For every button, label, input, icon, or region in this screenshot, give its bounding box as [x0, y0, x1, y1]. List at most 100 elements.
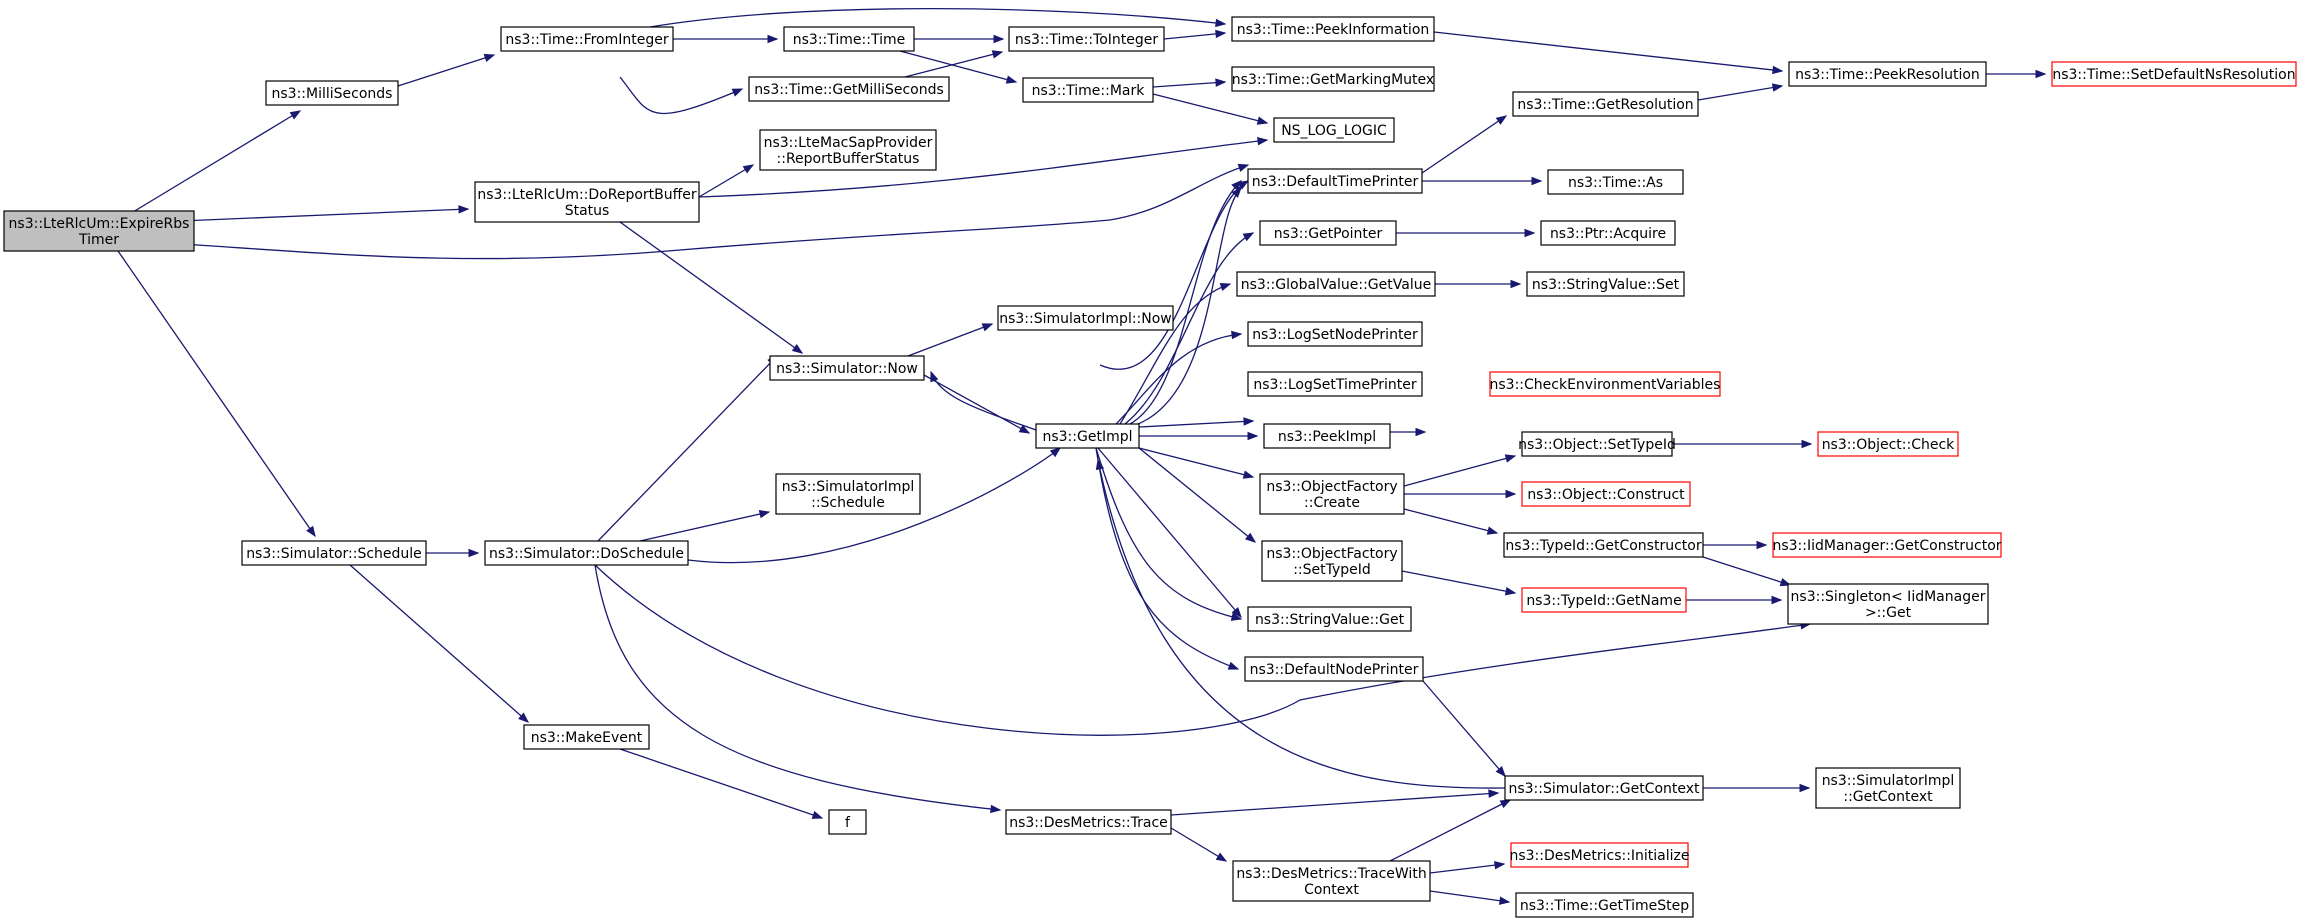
- edge-line: [899, 50, 1017, 83]
- node-makeevent[interactable]: ns3::MakeEvent: [523, 724, 650, 750]
- node-logsetnode[interactable]: ns3::LogSetNodePrinter: [1247, 321, 1423, 347]
- node-gettimestep[interactable]: ns3::Time::GetTimeStep: [1515, 892, 1694, 918]
- node-label: ns3::TypeId::GetConstructor: [1505, 538, 1701, 554]
- node-box: [1247, 606, 1412, 632]
- node-simimplsched[interactable]: ns3::SimulatorImpl::Schedule: [775, 473, 921, 515]
- node-checkenv[interactable]: ns3::CheckEnvironmentVariables: [1489, 371, 1721, 397]
- call-edge-to-schedule: [117, 250, 316, 538]
- call-edge-to-tointeger: [904, 50, 1004, 78]
- node-box: [1540, 220, 1676, 246]
- node-label: ns3::IidManager::GetConstructor: [1772, 538, 2001, 554]
- node-peekinfo[interactable]: ns3::Time::PeekInformation: [1231, 16, 1435, 42]
- node-reportbuf[interactable]: ns3::LteMacSapProvider::ReportBufferStat…: [759, 129, 937, 171]
- node-desinit[interactable]: ns3::DesMetrics::Initialize: [1509, 842, 1690, 868]
- node-label: ns3::LteMacSapProvider: [764, 135, 933, 151]
- node-svset[interactable]: ns3::StringValue::Set: [1526, 271, 1685, 297]
- node-getimpl[interactable]: ns3::GetImpl: [1035, 423, 1140, 449]
- edge-arrowhead: [1005, 75, 1018, 84]
- node-f[interactable]: f: [828, 809, 867, 835]
- node-tointeger[interactable]: ns3::Time::ToInteger: [1008, 26, 1165, 52]
- node-box: [1547, 169, 1684, 195]
- edge-line: [923, 374, 1030, 434]
- node-box: [3, 210, 195, 252]
- node-label: ns3::DesMetrics::Trace: [1009, 815, 1168, 831]
- node-objcheck[interactable]: ns3::Object::Check: [1817, 431, 1959, 457]
- node-box: [1526, 271, 1685, 297]
- node-simimplnow[interactable]: ns3::SimulatorImpl::Now: [997, 305, 1174, 331]
- node-label: ::Create: [1304, 495, 1360, 511]
- node-ofsettypeid[interactable]: ns3::ObjectFactory::SetTypeId: [1261, 540, 1403, 582]
- node-objconstruct[interactable]: ns3::Object::Construct: [1521, 481, 1691, 507]
- node-millis[interactable]: ns3::MilliSeconds: [265, 80, 399, 106]
- edge-arrowhead: [1531, 176, 1543, 186]
- node-label: ns3::CheckEnvironmentVariables: [1490, 377, 1721, 393]
- call-edge-to-gettimestep: [1429, 890, 1511, 905]
- node-getconstructor[interactable]: ns3::TypeId::GetConstructor: [1503, 532, 1704, 558]
- node-simimplgetctx[interactable]: ns3::SimulatorImpl::GetContext: [1815, 767, 1961, 809]
- node-label: ns3::Simulator::Now: [776, 361, 918, 377]
- node-logsettime[interactable]: ns3::LogSetTimePrinter: [1247, 371, 1423, 397]
- edge-arrowhead: [1799, 783, 1811, 793]
- node-markmutex[interactable]: ns3::Time::GetMarkingMutex: [1231, 66, 1435, 92]
- call-edge-to-simimplgetctx: [1703, 783, 1811, 793]
- node-iidgetcons[interactable]: ns3::IidManager::GetConstructor: [1772, 532, 2002, 558]
- node-label: ns3::Time::Time: [793, 32, 905, 48]
- edge-line: [594, 564, 1811, 736]
- node-box: [783, 26, 915, 52]
- node-label: Context: [1304, 882, 1359, 898]
- edge-arrowhead: [758, 509, 771, 519]
- call-edges: [117, 7, 2047, 905]
- node-setsettypeid[interactable]: ns3::Object::SetTypeId: [1518, 431, 1676, 457]
- edge-arrowhead: [1504, 587, 1517, 596]
- node-getpointer[interactable]: ns3::GetPointer: [1259, 220, 1397, 246]
- node-label: ns3::Object::Check: [1822, 437, 1955, 453]
- node-typeidgetname[interactable]: ns3::TypeId::GetName: [1521, 587, 1687, 613]
- edge-arrowhead: [1771, 595, 1783, 605]
- edge-arrowhead: [990, 804, 1002, 814]
- node-singletonget[interactable]: ns3::Singleton< IidManager >::Get: [1787, 583, 1989, 625]
- node-doschedule[interactable]: ns3::Simulator::DoSchedule: [484, 540, 689, 566]
- edge-arrowhead: [1771, 83, 1784, 92]
- node-box: [769, 355, 925, 381]
- node-mark[interactable]: ns3::Time::Mark: [1022, 77, 1154, 103]
- node-label: ns3::Object::SetTypeId: [1518, 437, 1676, 453]
- edge-arrowhead: [1524, 228, 1536, 238]
- node-timeas[interactable]: ns3::Time::As: [1547, 169, 1684, 195]
- node-schedule[interactable]: ns3::Simulator::Schedule: [241, 540, 427, 566]
- node-ofcreate[interactable]: ns3::ObjectFactory::Create: [1259, 473, 1405, 515]
- edge-line: [1152, 93, 1268, 124]
- node-box: [1521, 481, 1691, 507]
- edge-line: [397, 54, 495, 87]
- node-label: ns3::DefaultTimePrinter: [1252, 174, 1419, 190]
- call-edge-to-ofcreate: [1138, 447, 1255, 479]
- node-getres[interactable]: ns3::Time::GetResolution: [1512, 91, 1699, 117]
- edge-line: [1403, 508, 1498, 534]
- edge-arrowhead: [1243, 417, 1255, 426]
- node-box: [2051, 61, 2297, 87]
- edge-arrowhead: [1499, 799, 1512, 809]
- node-defnodeprinter[interactable]: ns3::DefaultNodePrinter: [1244, 656, 1424, 682]
- call-edge-to-reportbuf: [698, 164, 755, 198]
- edge-arrowhead: [468, 548, 480, 558]
- node-label: ::Schedule: [811, 495, 885, 511]
- node-peekimpl[interactable]: ns3::PeekImpl: [1263, 423, 1391, 449]
- call-edge-to-peekinfo: [649, 7, 1227, 28]
- node-label: ns3::MakeEvent: [531, 730, 643, 746]
- node-gvgetvalue[interactable]: ns3::GlobalValue::GetValue: [1236, 271, 1436, 297]
- node-destrace[interactable]: ns3::DesMetrics::Trace: [1005, 809, 1172, 835]
- node-getms[interactable]: ns3::Time::GetMilliSeconds: [748, 76, 950, 102]
- node-ptracquire[interactable]: ns3::Ptr::Acquire: [1540, 220, 1676, 246]
- node-frominteger[interactable]: ns3::Time::FromInteger: [500, 26, 674, 52]
- node-label: ns3::StringValue::Set: [1532, 277, 1680, 293]
- node-nslog[interactable]: NS_LOG_LOGIC: [1273, 117, 1395, 143]
- node-setdefres[interactable]: ns3::Time::SetDefaultNsResolution: [2051, 61, 2297, 87]
- node-deftimeprinter[interactable]: ns3::DefaultTimePrinter: [1247, 168, 1423, 194]
- node-svget[interactable]: ns3::StringValue::Get: [1247, 606, 1412, 632]
- node-simnow[interactable]: ns3::Simulator::Now: [769, 355, 925, 381]
- node-simgetctx[interactable]: ns3::Simulator::GetContext: [1504, 775, 1704, 801]
- node-peekres[interactable]: ns3::Time::PeekResolution: [1788, 61, 1987, 87]
- node-timetime[interactable]: ns3::Time::Time: [783, 26, 915, 52]
